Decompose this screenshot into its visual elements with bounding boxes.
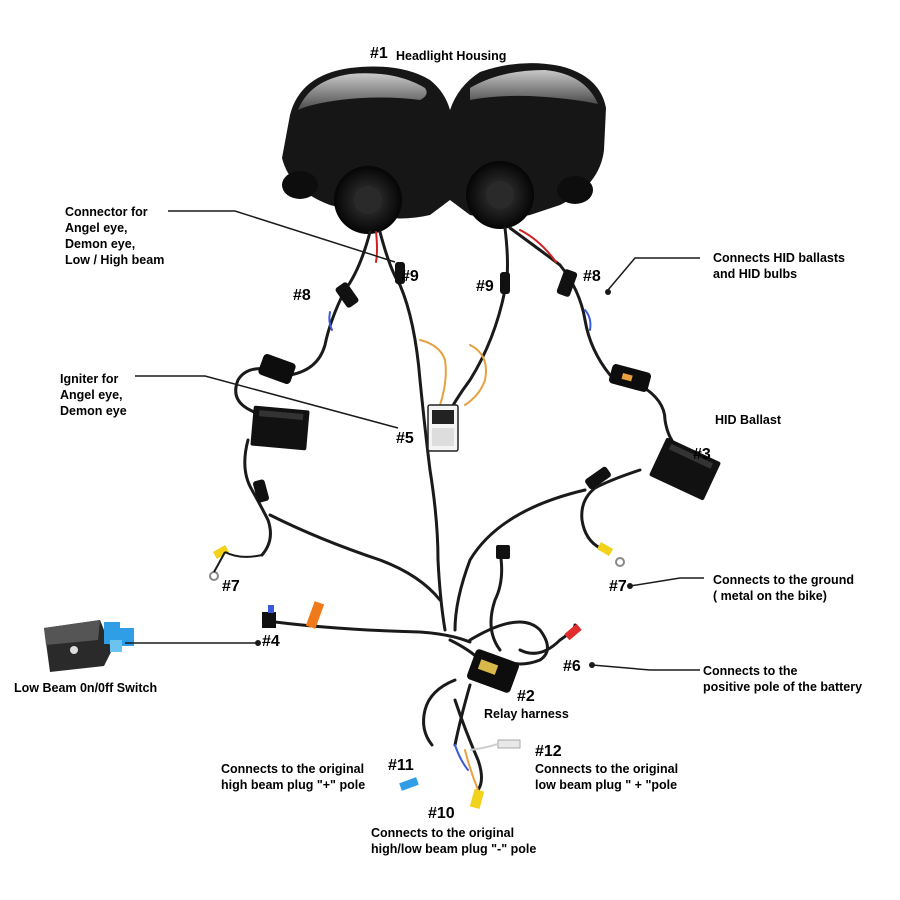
wiring-harness (234, 226, 682, 792)
marker-8-left: #8 (293, 287, 311, 304)
label-ground: Connects to the ground ( metal on the bi… (713, 573, 854, 603)
hid-ballast-right (649, 437, 721, 501)
label-high-plus: Connects to the original high beam plug … (221, 762, 366, 792)
marker-11: #11 (388, 757, 414, 774)
marker-6: #6 (563, 658, 581, 675)
connector-9-left (395, 262, 405, 284)
minus-terminal (469, 789, 485, 809)
hid-ballast-left (250, 405, 310, 451)
connector-8-right (556, 269, 578, 297)
marker-7-left: #7 (222, 578, 240, 595)
marker-8-right: #8 (583, 268, 601, 285)
relay-module-5 (427, 404, 459, 452)
label-hid-ballasts: Connects HID ballasts and HID bulbs (713, 251, 845, 281)
marker-9-right: #9 (476, 278, 494, 295)
marker-3: #3 (693, 446, 711, 463)
battery-positive-terminal (564, 623, 582, 641)
marker-5: #5 (396, 430, 414, 447)
marker-7-right: #7 (609, 578, 627, 595)
switch-connector-4 (262, 601, 325, 629)
title-number: #1 (370, 45, 388, 62)
label-positive: Connects to the positive pole of the bat… (703, 664, 863, 694)
colored-wires (328, 229, 592, 791)
label-relay: Relay harness (484, 707, 569, 721)
high-beam-plus-terminal (399, 777, 419, 791)
headlight-housing (282, 63, 606, 234)
low-beam-switch (44, 620, 134, 672)
label-hid-ballast: HID Ballast (715, 413, 781, 427)
label-minus: Connects to the original high/low beam p… (371, 826, 537, 856)
relay-harness-box (467, 649, 519, 693)
low-beam-plus-terminal (497, 739, 521, 749)
connector-8-left (335, 282, 359, 308)
connector-9-right (500, 272, 510, 294)
ground-terminal-left (209, 545, 263, 581)
marker-12: #12 (535, 743, 562, 760)
label-connector: Connector for Angel eye, Demon eye, Low … (65, 205, 165, 267)
marker-4: #4 (262, 633, 280, 650)
label-igniter: Igniter for Angel eye, Demon eye (60, 372, 127, 418)
label-switch: Low Beam 0n/0ff Switch (14, 681, 158, 695)
marker-2: #2 (517, 688, 535, 705)
leader-lines (125, 210, 704, 671)
title-text: Headlight Housing (396, 49, 507, 63)
marker-9-left: #9 (401, 268, 419, 285)
marker-10: #10 (428, 805, 455, 822)
label-low-plus: Connects to the original low beam plug "… (535, 762, 679, 792)
ground-terminal-right (596, 542, 625, 567)
igniter-left (258, 353, 296, 385)
